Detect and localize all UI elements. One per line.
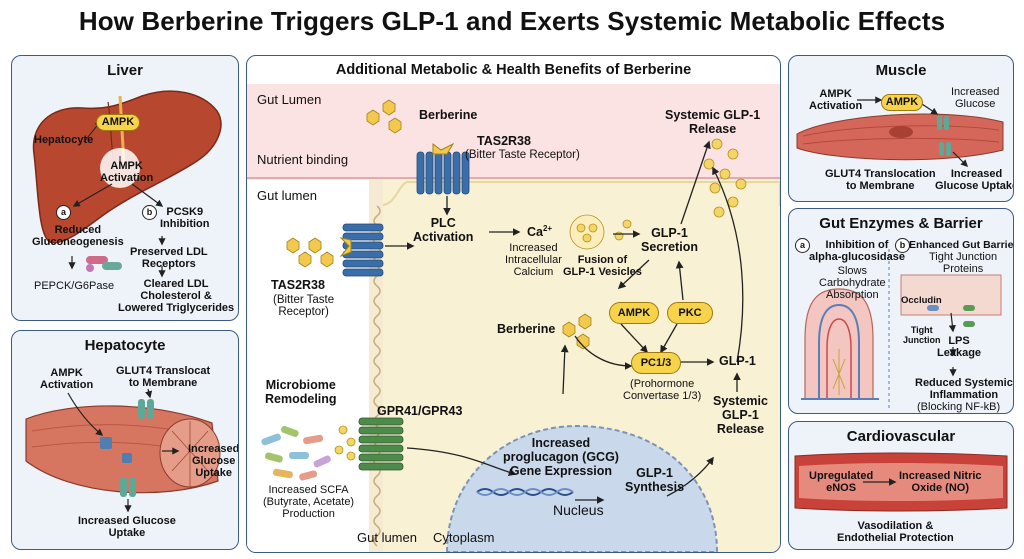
occludin-label: Occludin <box>901 295 942 306</box>
cardio-title: Cardiovascular <box>846 428 956 445</box>
nucleus-label: Nucleus <box>553 502 604 518</box>
enhanced-barrier: Enhanced Gut Barrier <box>909 239 1014 251</box>
vessel-illustration <box>794 452 1008 512</box>
hepatocyte-title: Hepatocyte <box>84 337 166 354</box>
ampk-pill: AMPK <box>96 114 140 131</box>
gut-marker-a: a <box>795 238 810 253</box>
ampk-center: AMPK <box>609 302 659 324</box>
ca-label: Ca2+ <box>527 224 553 240</box>
gut-lumen-mid: Gut lumen <box>257 188 317 203</box>
glp1-label: GLP-1 <box>719 354 756 368</box>
nfkb-label: (Blocking NF-kB) <box>917 401 1001 413</box>
pepck-label: PEPCK/G6Pase <box>34 280 115 292</box>
gut-title: Gut Enzymes & Barrier <box>819 215 983 232</box>
marker-b: b <box>142 205 157 220</box>
tas2r38-top-desc: (Bitter Taste Receptor) <box>465 149 580 161</box>
main-title: How Berberine Triggers GLP-1 and Exerts … <box>78 6 946 36</box>
muscle-ampk-pill: AMPK <box>881 94 923 111</box>
center-title: Additional Metabolic & Health Benefits o… <box>335 62 692 78</box>
pkc-center: PKC <box>667 302 713 324</box>
pc13-center: PC1/3 <box>631 352 681 374</box>
tas2r38-top: TAS2R38 <box>477 134 531 148</box>
marker-a: a <box>56 205 71 220</box>
berberine-mid: Berberine <box>497 322 556 336</box>
gpr-label: GPR41/GPR43 <box>377 404 463 418</box>
scfa-label: Increased SCFA(Butyrate, Acetate)Product… <box>263 484 355 520</box>
gut-lumen-top: Gut Lumen <box>257 92 322 107</box>
tas2r38-left: TAS2R38 <box>271 278 325 292</box>
cytoplasm-label: Cytoplasm <box>433 530 495 545</box>
vasodilation-label: Vasodilation &Endothelial Protection <box>837 520 954 544</box>
hepatocyte-label: Hepatocyte <box>34 134 94 146</box>
nutrient-binding: Nutrient binding <box>257 152 349 167</box>
liver-title: Liver <box>107 62 143 79</box>
gut-lumen-bottom: Gut lumen <box>357 530 417 545</box>
berberine-top: Berberine <box>419 108 478 122</box>
muscle-fiber-illustration <box>25 388 221 513</box>
gut-illustration <box>801 249 1002 409</box>
gut-cell-diagram <box>247 84 780 552</box>
center-panel: Additional Metabolic & Health Benefits o… <box>246 55 781 553</box>
gut-marker-b: b <box>895 238 910 253</box>
liver-illustration <box>32 90 222 278</box>
muscle-title: Muscle <box>875 62 927 79</box>
muscle-illustration <box>796 96 1004 168</box>
